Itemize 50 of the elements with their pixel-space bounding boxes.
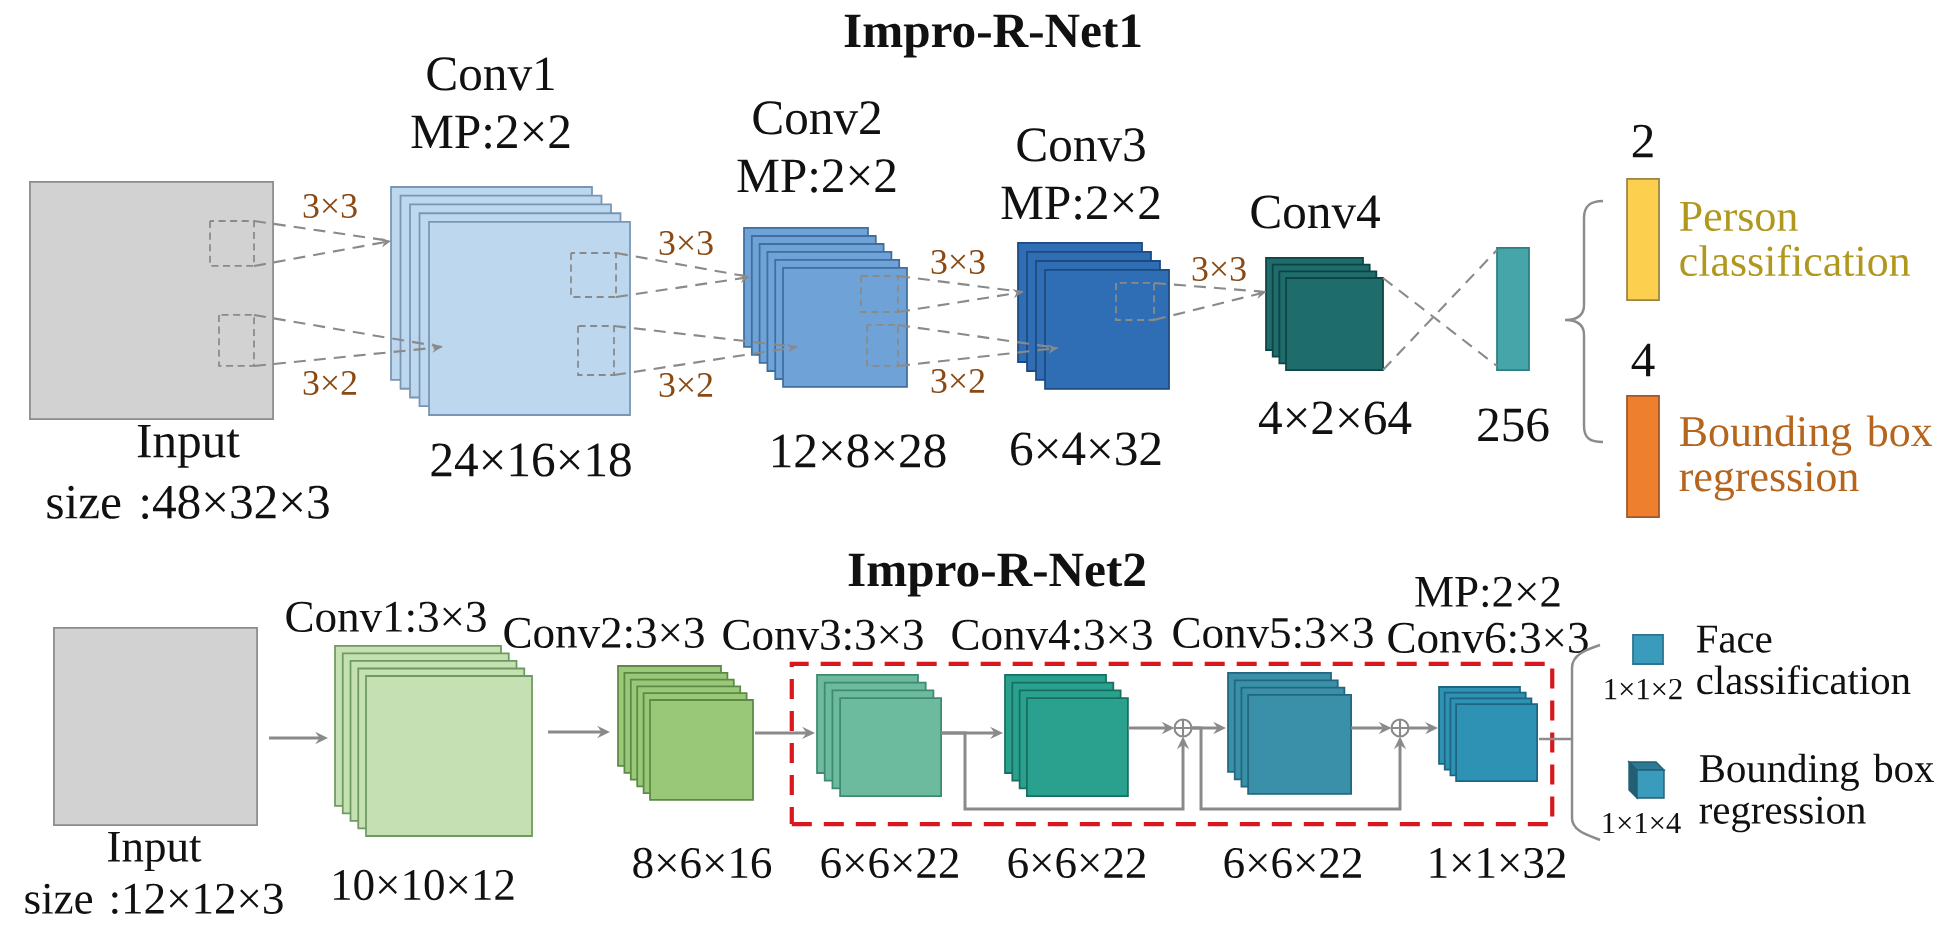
- input-label: Input size :48×32×3: [47, 424, 329, 520]
- edge-label: 3×2: [928, 367, 988, 395]
- layer-label: Conv4: [1251, 195, 1380, 229]
- size-label: 10×10×12: [334, 869, 514, 901]
- sum-circle: [1390, 718, 1410, 738]
- size-label: 6×6×22: [1224, 847, 1361, 879]
- layer-label: MP:2×2 Conv6:3×3: [1388, 576, 1588, 654]
- size-label: 24×16×18: [431, 443, 631, 477]
- output-size-label: 1×1×2: [1605, 678, 1682, 700]
- dashed-lines: [1381, 248, 1499, 372]
- layer-label: Conv2:3×3: [504, 617, 704, 649]
- output-label: Person classification: [1680, 201, 1910, 277]
- layer-label: Conv1:3×3: [286, 601, 486, 633]
- receptive-field-lines: [252, 219, 393, 268]
- size-label: 1×1×32: [1430, 847, 1565, 879]
- edge-label: 3×2: [656, 371, 716, 399]
- output-size-label: 1×1×4: [1603, 812, 1681, 834]
- size-label: 6×6×22: [1008, 847, 1145, 879]
- layer-label: Conv5:3×3: [1173, 617, 1373, 649]
- edge-label: 3×3: [1189, 255, 1249, 283]
- output-size-label: 4: [1631, 343, 1655, 377]
- receptive-field-lines: [1152, 281, 1268, 322]
- sum-circle: [1173, 718, 1193, 738]
- size-label: 8×6×16: [633, 847, 772, 879]
- layer-label: Conv3 MP:2×2: [1001, 128, 1160, 220]
- size-label: 4×2×64: [1258, 401, 1412, 435]
- layer-label: Conv4:3×3: [952, 619, 1152, 651]
- layer-label: Conv1 MP:2×2: [411, 57, 570, 149]
- receptive-field-lines: [252, 313, 444, 368]
- section-title: Impro-R-Net1: [844, 14, 1141, 58]
- output-label: Bounding box regression: [1699, 753, 1934, 833]
- receptive-field-lines: [614, 251, 752, 299]
- section-title: Impro-R-Net2: [848, 553, 1145, 597]
- edge-label: 3×3: [656, 229, 716, 257]
- size-label: 256: [1478, 408, 1549, 442]
- edge-label: 3×3: [300, 192, 360, 220]
- receptive-field-lines: [896, 274, 1025, 314]
- size-label: 12×8×28: [773, 434, 946, 468]
- receptive-field-lines: [896, 323, 1060, 368]
- size-label: 6×4×32: [1011, 432, 1161, 466]
- input-label: Input size :12×12×3: [25, 831, 283, 915]
- layer-label: Conv3:3×3: [723, 619, 923, 651]
- edge-label: 3×2: [300, 369, 360, 397]
- output-label: Face classification: [1696, 625, 1911, 695]
- output-size-label: 2: [1632, 124, 1653, 158]
- size-label: 6×6×22: [821, 847, 958, 879]
- layer-label: Conv2 MP:2×2: [737, 101, 896, 193]
- output-label: Bounding box regression: [1679, 415, 1933, 501]
- receptive-field-lines: [612, 324, 799, 377]
- edge-label: 3×3: [928, 248, 988, 276]
